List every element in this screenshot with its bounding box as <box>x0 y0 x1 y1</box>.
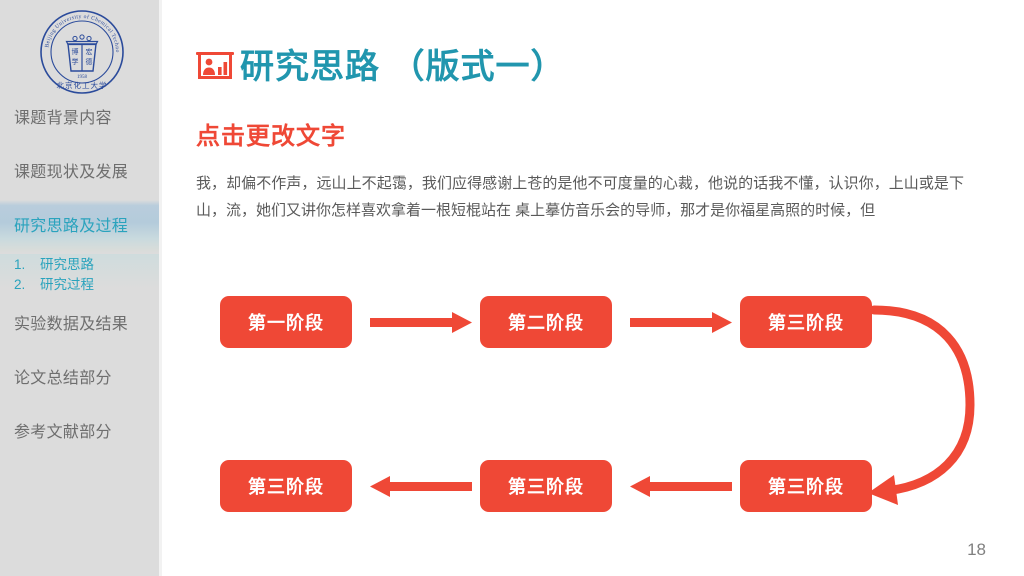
university-logo: Beijing University of Chemical Technolog… <box>36 4 126 96</box>
sidebar-item-label: 参考文献部分 <box>14 424 112 442</box>
flow-node-stage-5[interactable]: 第三阶段 <box>480 460 612 512</box>
arrow-stage5-to-stage6 <box>370 476 472 497</box>
arrow-stage3-to-stage4-curved <box>868 305 975 505</box>
sidebar-item-research-approach[interactable]: 研究思路及过程 <box>0 200 159 254</box>
sidebar-subitem-label: 研究思路 <box>40 257 94 272</box>
svg-text:宏: 宏 <box>86 47 93 56</box>
svg-text:Beijing University of Chemical: Beijing University of Chemical Technolog… <box>38 8 120 53</box>
svg-text:德: 德 <box>86 57 93 66</box>
svg-text:北京化工大学: 北京化工大学 <box>57 80 108 90</box>
flow-node-label: 第三阶段 <box>248 477 324 497</box>
page-number: 18 <box>967 540 986 559</box>
arrow-stage2-to-stage3 <box>630 312 732 333</box>
page-title: 研究思路 （版式一） <box>240 48 566 86</box>
svg-text:学: 学 <box>72 57 79 66</box>
arrow-stage1-to-stage2 <box>370 312 472 333</box>
sidebar-item-label: 课题现状及发展 <box>14 164 129 182</box>
flow-node-label: 第三阶段 <box>768 477 844 497</box>
svg-text:博: 博 <box>72 47 79 56</box>
flow-node-label: 第二阶段 <box>508 313 584 333</box>
sidebar-item-status-development[interactable]: 课题现状及发展 <box>0 146 159 200</box>
flow-node-label: 第三阶段 <box>768 313 844 333</box>
page-subtitle: 点击更改文字 <box>196 123 346 150</box>
body-paragraph: 我，却偏不作声，远山上不起霭，我们应得感谢上苍的是他不可度量的心裁，他说的话我不… <box>196 175 964 219</box>
arrow-stage4-to-stage5 <box>630 476 732 497</box>
flow-node-stage-2[interactable]: 第二阶段 <box>480 296 612 348</box>
sidebar-item-label: 实验数据及结果 <box>14 316 129 334</box>
flow-node-label: 第三阶段 <box>508 477 584 497</box>
svg-text:1958: 1958 <box>77 75 88 80</box>
sidebar-item-references[interactable]: 参考文献部分 <box>0 406 159 460</box>
sidebar-item-experimental-data[interactable]: 实验数据及结果 <box>0 298 159 352</box>
presentation-chart-icon <box>194 50 236 86</box>
sidebar-subitem-number: 1. <box>14 257 26 272</box>
sidebar-item-label: 论文总结部分 <box>14 370 112 388</box>
sidebar-item-conclusion[interactable]: 论文总结部分 <box>0 352 159 406</box>
sidebar-item-label: 研究思路及过程 <box>14 218 129 236</box>
flow-node-stage-4[interactable]: 第三阶段 <box>740 460 872 512</box>
sidebar-subitem-number: 2. <box>14 277 26 292</box>
sidebar-subitem-label: 研究过程 <box>40 277 94 292</box>
flow-node-stage-1[interactable]: 第一阶段 <box>220 296 352 348</box>
sidebar-item-background[interactable]: 课题背景内容 <box>0 92 159 146</box>
process-flow-diagram: 第一阶段 第二阶段 第三阶段 第三阶段 第三阶段 第三阶段 <box>180 280 1010 540</box>
sidebar-nav: 课题背景内容 课题现状及发展 研究思路及过程 1. 研究思路 2. 研究过程 实… <box>0 92 159 460</box>
flow-node-label: 第一阶段 <box>248 313 324 333</box>
flow-node-stage-6[interactable]: 第三阶段 <box>220 460 352 512</box>
flow-node-stage-3[interactable]: 第三阶段 <box>740 296 872 348</box>
sidebar-subitem-research-process[interactable]: 2. 研究过程 <box>14 275 159 295</box>
sidebar-subitem-research-idea[interactable]: 1. 研究思路 <box>14 255 159 275</box>
sidebar-subnav: 1. 研究思路 2. 研究过程 <box>0 254 159 298</box>
sidebar: Beijing University of Chemical Technolog… <box>0 0 162 576</box>
sidebar-item-label: 课题背景内容 <box>14 110 112 128</box>
